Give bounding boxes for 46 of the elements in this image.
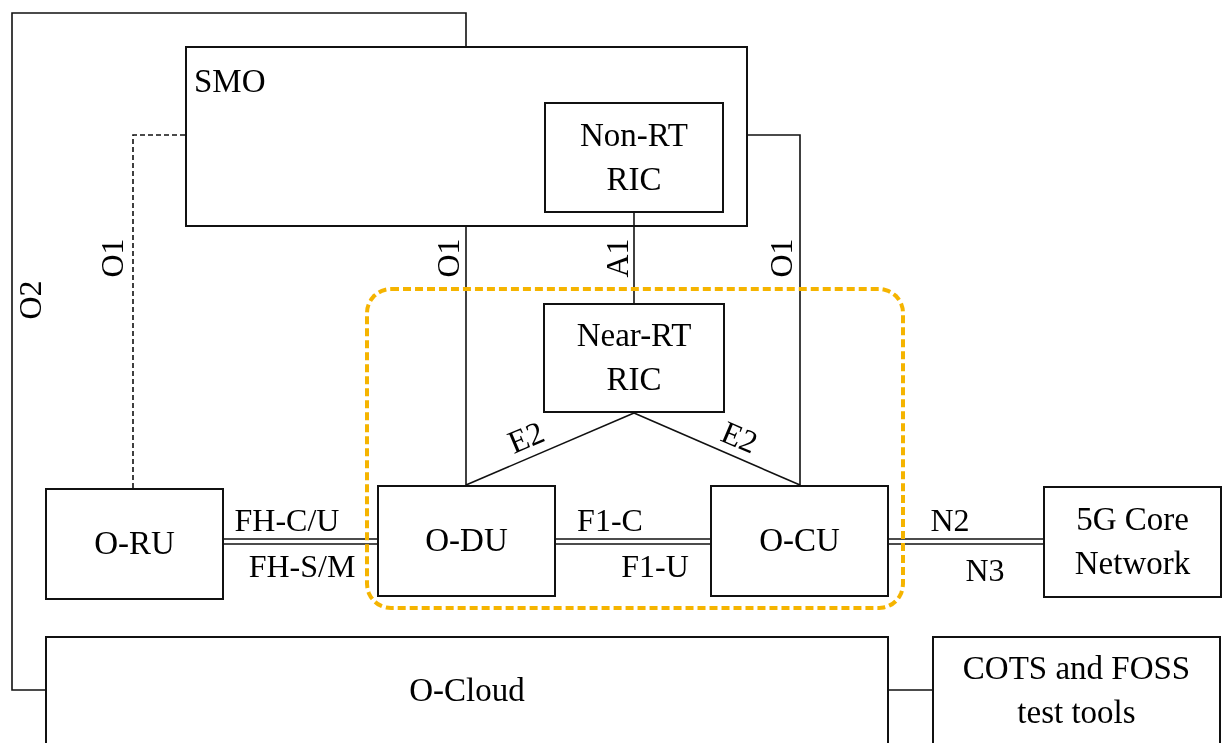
- edge-label: FH-S/M: [248, 550, 356, 582]
- connector-line: [888, 538, 1044, 540]
- edge-label: O1: [96, 238, 128, 278]
- component-box: [45, 636, 889, 743]
- edge-label: F1-U: [621, 550, 689, 582]
- edge-label: O1: [765, 238, 797, 278]
- dashed-group-frame: [365, 287, 905, 610]
- edge-label: O1: [432, 238, 464, 278]
- component-box: [185, 46, 748, 227]
- connector-line: [555, 543, 711, 545]
- connector-line: [888, 689, 933, 691]
- connector-line: [11, 12, 467, 691]
- node-label: O-Cloud: [409, 670, 525, 710]
- connector-line: [555, 538, 711, 540]
- component-box: [45, 488, 224, 600]
- component-box: [377, 485, 556, 597]
- edge-label: E2: [717, 415, 763, 459]
- component-box: [544, 102, 724, 213]
- edge-label: FH-C/U: [234, 504, 340, 536]
- edge-label: F1-C: [577, 504, 643, 536]
- component-box: [710, 485, 889, 597]
- node-label: Non-RT RIC: [579, 115, 689, 199]
- connector-line: [888, 543, 1044, 545]
- connector-line: [633, 212, 635, 304]
- connector-line: [633, 412, 801, 486]
- component-box: [543, 303, 725, 413]
- node-label: Near-RT RIC: [575, 316, 693, 399]
- connector-line: [465, 226, 467, 486]
- connector-line: [223, 543, 378, 545]
- node-label: O-CU: [759, 521, 840, 561]
- node-label: O-RU: [94, 524, 175, 564]
- component-box: [932, 636, 1221, 743]
- edge-label: A1: [601, 238, 633, 278]
- edge-label: E2: [503, 415, 549, 459]
- component-box: [1043, 486, 1222, 598]
- node-label: SMO: [194, 62, 266, 101]
- edge-label: N3: [965, 554, 1005, 586]
- node-label: COTS and FOSS test tools: [961, 648, 1192, 732]
- connector-line: [223, 538, 378, 540]
- dashed-connector-line: [132, 134, 186, 489]
- connector-line: [465, 412, 635, 486]
- node-label: 5G Core Network: [1073, 500, 1192, 583]
- edge-label: O2: [14, 280, 46, 320]
- node-label: O-DU: [425, 521, 508, 561]
- edge-label: N2: [930, 504, 970, 536]
- connector-line: [747, 134, 801, 486]
